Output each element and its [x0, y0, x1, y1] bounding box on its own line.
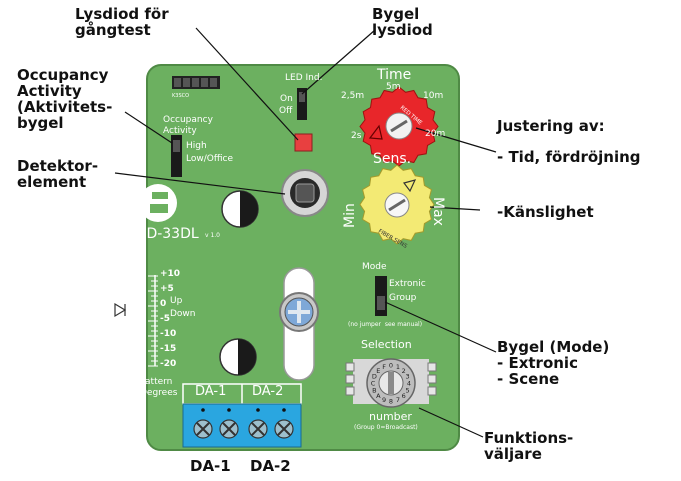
- dial-digit: 5: [406, 386, 410, 394]
- scale-label: -15: [160, 344, 177, 354]
- mount-screw-icon: [279, 292, 319, 332]
- top-connector: [172, 76, 220, 89]
- terminal-screw-4: [274, 408, 294, 439]
- annotation-bygel-lysdiod: Bygel lysdiod: [372, 5, 433, 39]
- pattern-degrees-label: Pattern Degrees: [140, 377, 178, 398]
- annotation-detektor: Detektor- element: [17, 157, 99, 191]
- mode-label: Mode: [362, 262, 387, 272]
- dial-digit: 3: [406, 373, 410, 381]
- dial-digit: 1: [396, 363, 400, 371]
- extronic-label: Extronic: [389, 279, 426, 289]
- annotation-funktion: Funktions- väljare: [484, 429, 574, 463]
- led-ind-label: LED Ind.: [285, 73, 323, 83]
- annotation-tid: - Tid, fördröjning: [497, 148, 641, 166]
- dial-digit: A: [376, 392, 381, 400]
- terminal-screw-1: [193, 408, 213, 439]
- dial-digit: 2: [402, 367, 406, 375]
- sens-max-label: Max: [430, 197, 446, 226]
- scale-up-label: Up: [170, 296, 183, 306]
- annotation-justering: Justering av:: [497, 117, 605, 135]
- time-label: Time: [377, 67, 412, 83]
- low-office-label: Low/Office: [186, 154, 234, 164]
- time-5m-label: 5m: [386, 82, 401, 92]
- led-on-label: On: [280, 94, 293, 104]
- sens-label: Sens.: [373, 151, 412, 167]
- no-jumper-label: (no jumper see manual): [348, 321, 423, 328]
- scale-label: -10: [160, 329, 177, 339]
- annotation-occupancy: Occupancy Activity (Aktivitets- bygel: [17, 66, 113, 132]
- occupancy-activity-label: Occupancy Activity: [163, 115, 213, 136]
- scale-label: +5: [160, 284, 174, 294]
- time-2-5m-label: 2,5m: [341, 91, 365, 101]
- test-led: [294, 133, 313, 152]
- dial-digit: C: [371, 380, 376, 388]
- number-label: number: [369, 410, 412, 423]
- dial-digit: E: [376, 367, 380, 375]
- dial-digit: F: [382, 363, 386, 371]
- selection-label: Selection: [361, 338, 412, 351]
- scale-label: 0: [160, 299, 167, 309]
- lens-lower: [219, 338, 257, 376]
- leader-lines: [114, 27, 497, 438]
- scale-down-label: Down: [170, 309, 196, 319]
- lens-upper: [221, 190, 259, 228]
- group-label: Group: [389, 293, 417, 303]
- annotation-da2: DA-2: [250, 457, 291, 475]
- scale-label: +10: [160, 269, 181, 279]
- sens-min-label: Min: [342, 203, 358, 228]
- scale-ticks: [148, 275, 158, 367]
- dial-digit: 6: [402, 392, 406, 400]
- sensitivity-knob[interactable]: FIBER SENS: [359, 164, 435, 250]
- terminal-da1-label: DA-1: [195, 384, 227, 399]
- occupancy-jumper: [171, 135, 182, 177]
- dial-digit: B: [372, 386, 376, 394]
- time-knob[interactable]: RED TIME: [359, 86, 439, 167]
- high-label: High: [186, 141, 207, 151]
- annotation-bygel-mode: Bygel (Mode) - Extronic - Scene: [497, 338, 610, 388]
- scale-label: -20: [160, 359, 177, 369]
- dial-digit: 8: [389, 398, 393, 406]
- dial-digit: 7: [396, 396, 400, 404]
- time-10m-label: 10m: [423, 91, 444, 101]
- annotation-lysdiod-gangtest: Lysdiod för gångtest: [75, 5, 169, 39]
- group-note-label: (Group 0=Broadcast): [354, 424, 418, 431]
- led-jumper: [297, 88, 307, 120]
- dial-digit: 4: [407, 380, 411, 388]
- annotation-kanslighet: -Känslighet: [497, 203, 594, 221]
- terminal-screw-2: [219, 408, 239, 439]
- led-off-label: Off: [279, 106, 293, 116]
- dial-digit: D: [372, 373, 377, 381]
- logo-icon: [139, 184, 177, 222]
- terminal-screw-3: [248, 408, 268, 439]
- dial-digit: 9: [382, 396, 386, 404]
- version-label: v 1.0: [205, 232, 220, 239]
- dial-digit: 0: [389, 362, 393, 370]
- scale-arrow-icon: [114, 302, 127, 318]
- annotation-da1: DA-1: [190, 457, 231, 475]
- time-2s-label: 2s: [351, 131, 362, 141]
- terminal-da2-label: DA-2: [252, 384, 284, 399]
- time-20m-label: 20m: [425, 129, 446, 139]
- model-label: PD-33DL: [138, 226, 199, 242]
- connector-label: K3SCO: [172, 93, 189, 99]
- scale-label: -5: [160, 314, 170, 324]
- detector-element: [281, 169, 329, 217]
